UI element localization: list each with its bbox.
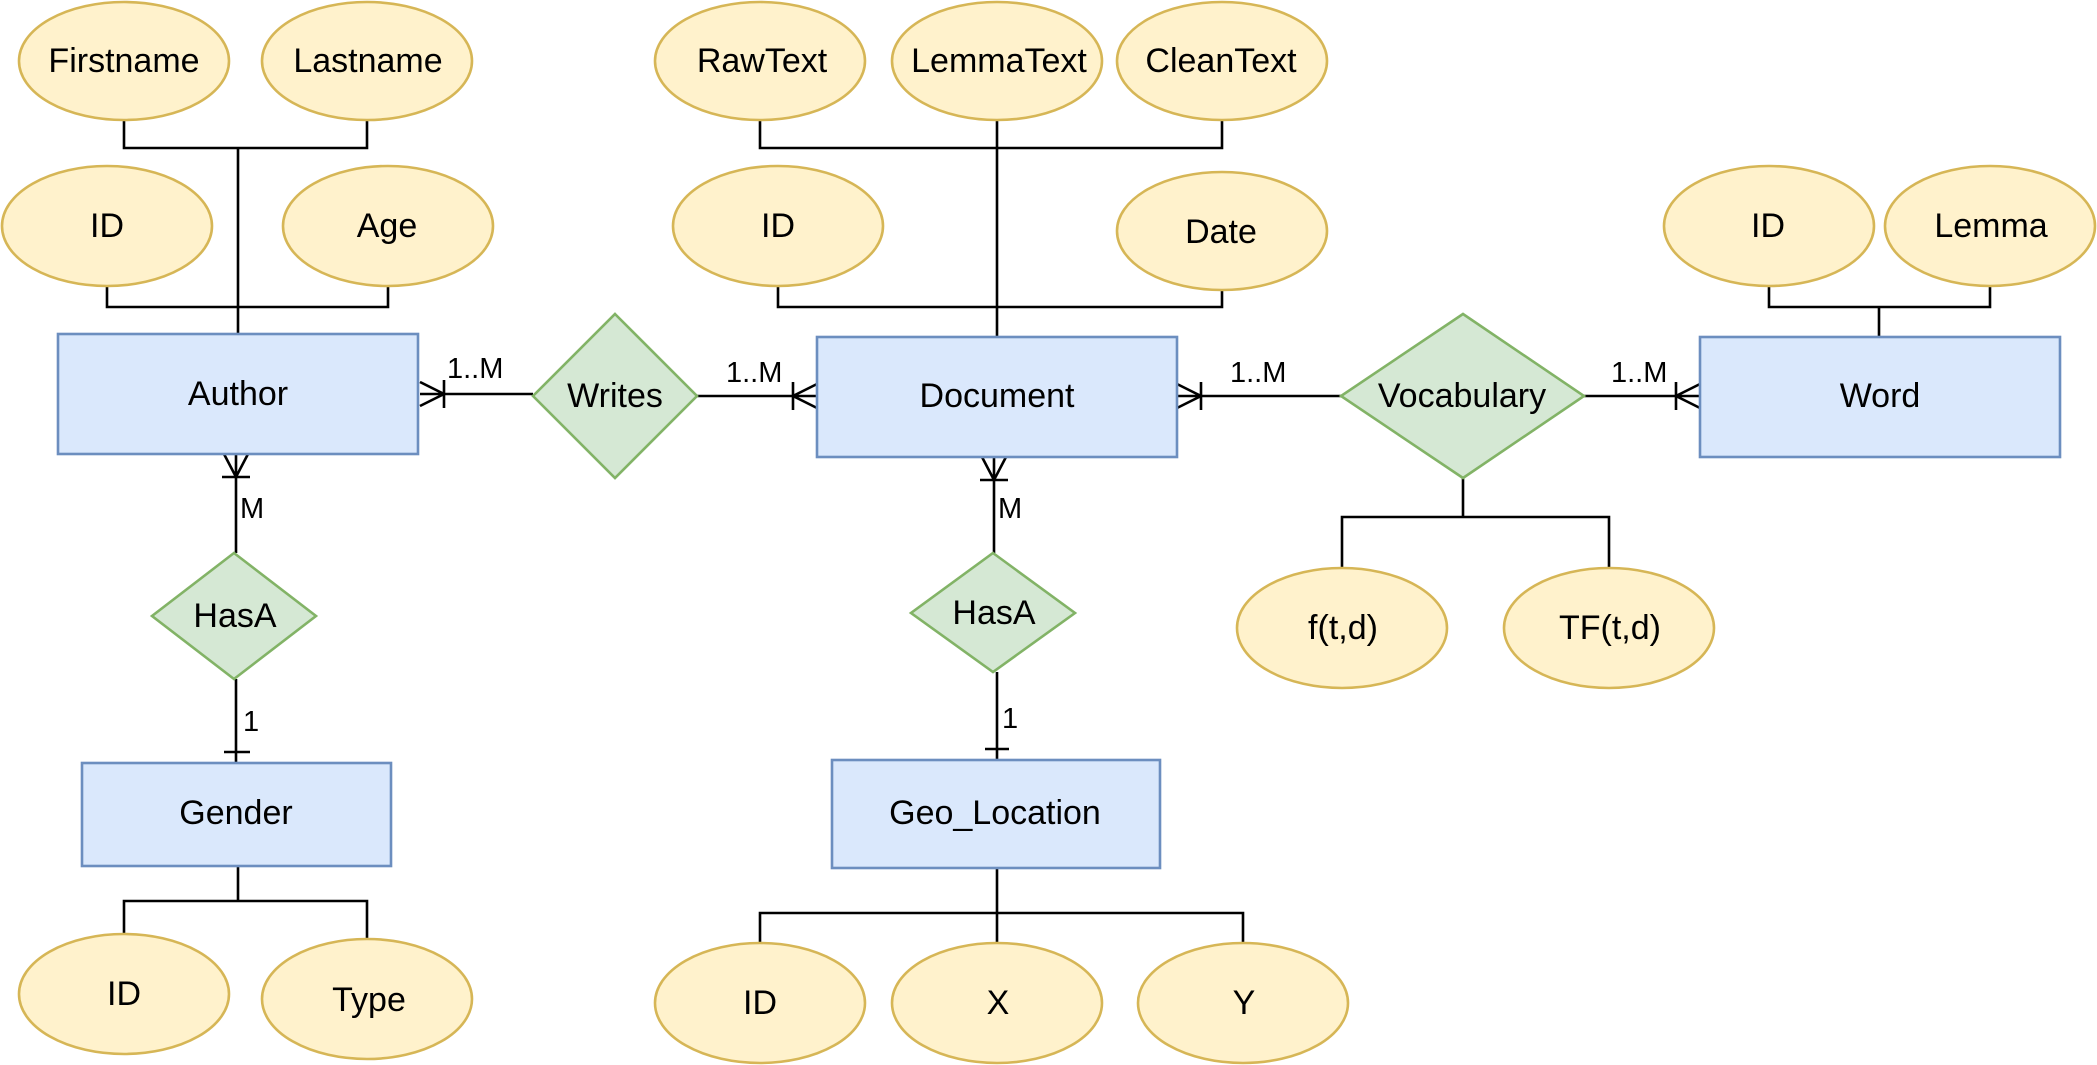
attribute-document-id[interactable]: ID: [671, 164, 885, 288]
entity-document-label: Document: [920, 377, 1076, 415]
attribute-label: Type: [332, 981, 406, 1019]
attribute-label: ID: [90, 207, 124, 245]
connector-author-hasa: [222, 453, 250, 553]
attribute-document-cleantext[interactable]: CleanText: [1115, 0, 1329, 122]
connector-vocabulary-attrs: [1340, 476, 1611, 568]
entity-gender-label: Gender: [179, 794, 292, 832]
attribute-label: X: [987, 984, 1010, 1022]
entity-gender[interactable]: Gender: [80, 761, 393, 868]
attribute-gender-type[interactable]: Type: [260, 937, 474, 1061]
relationship-vocabulary-label: Vocabulary: [1378, 377, 1546, 415]
entity-geo-location[interactable]: Geo_Location: [830, 758, 1162, 870]
attribute-geo-id[interactable]: ID: [653, 941, 867, 1065]
attribute-geo-y[interactable]: Y: [1136, 941, 1350, 1065]
connector-author-writes: [419, 380, 533, 408]
entity-author[interactable]: Author: [56, 332, 420, 456]
attribute-label: Date: [1185, 213, 1257, 251]
connector-document-hasa: [980, 456, 1008, 553]
relationship-writes-label: Writes: [567, 377, 663, 415]
attribute-document-rawtext[interactable]: RawText: [653, 0, 867, 122]
attribute-label: TF(t,d): [1559, 609, 1661, 647]
connector-author-name-attrs: [122, 120, 369, 334]
connector-hasa-geo: [985, 672, 1009, 760]
connector-document-text-attrs: [758, 120, 1224, 337]
attribute-label: RawText: [697, 42, 828, 80]
cardinality-document-vocabulary: 1..M: [1230, 357, 1286, 389]
connectors: [105, 120, 1992, 943]
cardinality-document-hasa: M: [998, 493, 1022, 525]
cardinality-author-writes: 1..M: [447, 353, 503, 385]
attribute-label: Lastname: [293, 42, 442, 80]
connector-document-vocabulary: [1176, 382, 1341, 410]
relationship-writes[interactable]: Writes: [531, 312, 699, 480]
cardinality-hasa-gender: 1: [243, 706, 259, 738]
cardinality-labels: 1..M 1..M 1..M 1..M M 1 M 1: [240, 353, 1667, 738]
attribute-label: Firstname: [48, 42, 199, 80]
cardinality-vocabulary-word: 1..M: [1611, 357, 1667, 389]
entity-author-label: Author: [188, 375, 288, 413]
attribute-label: ID: [1751, 207, 1785, 245]
attribute-label: Y: [1233, 984, 1256, 1022]
attribute-word-lemma[interactable]: Lemma: [1883, 164, 2097, 288]
entity-geo-location-label: Geo_Location: [889, 794, 1101, 832]
attribute-label: Age: [357, 207, 418, 245]
attribute-document-date[interactable]: Date: [1115, 170, 1329, 292]
connector-gender-attrs: [122, 866, 369, 940]
relationship-vocabulary[interactable]: Vocabulary: [1338, 312, 1587, 480]
cardinality-hasa-geo: 1: [1002, 703, 1018, 735]
entity-document[interactable]: Document: [815, 335, 1179, 459]
connector-writes-document: [697, 382, 818, 410]
attribute-label: Lemma: [1934, 207, 2047, 245]
attribute-vocabulary-tftd[interactable]: TF(t,d): [1502, 566, 1716, 690]
connector-word-attrs: [1767, 286, 1992, 337]
attribute-document-lemmatext[interactable]: LemmaText: [890, 0, 1104, 122]
attribute-label: f(t,d): [1308, 609, 1378, 647]
connector-geo-attrs: [758, 868, 1245, 943]
attribute-label: LemmaText: [911, 42, 1087, 80]
attribute-label: CleanText: [1145, 42, 1297, 80]
attribute-gender-id[interactable]: ID: [17, 932, 231, 1056]
attribute-geo-x[interactable]: X: [890, 941, 1104, 1065]
connector-vocabulary-word: [1584, 382, 1701, 410]
attribute-author-id[interactable]: ID: [0, 164, 214, 288]
connector-author-id-age: [105, 286, 390, 309]
connector-hasa-gender: [224, 679, 250, 763]
relationship-author-hasa-label: HasA: [193, 597, 276, 635]
entity-word[interactable]: Word: [1698, 335, 2062, 459]
attribute-author-age[interactable]: Age: [281, 164, 495, 288]
cardinality-writes-document: 1..M: [726, 357, 782, 389]
attribute-label: ID: [107, 975, 141, 1013]
entity-word-label: Word: [1840, 377, 1921, 415]
relationship-author-hasa[interactable]: HasA: [149, 551, 319, 681]
attribute-author-lastname[interactable]: Lastname: [260, 0, 474, 122]
relationship-document-hasa[interactable]: HasA: [908, 551, 1078, 674]
cardinality-author-hasa: M: [240, 493, 264, 525]
attribute-vocabulary-ftd[interactable]: f(t,d): [1235, 566, 1449, 690]
relationship-document-hasa-label: HasA: [952, 594, 1035, 632]
attribute-label: ID: [761, 207, 795, 245]
attribute-author-firstname[interactable]: Firstname: [17, 0, 231, 122]
connector-document-id-date: [776, 286, 1224, 309]
attribute-label: ID: [743, 984, 777, 1022]
attribute-word-id[interactable]: ID: [1662, 164, 1876, 288]
